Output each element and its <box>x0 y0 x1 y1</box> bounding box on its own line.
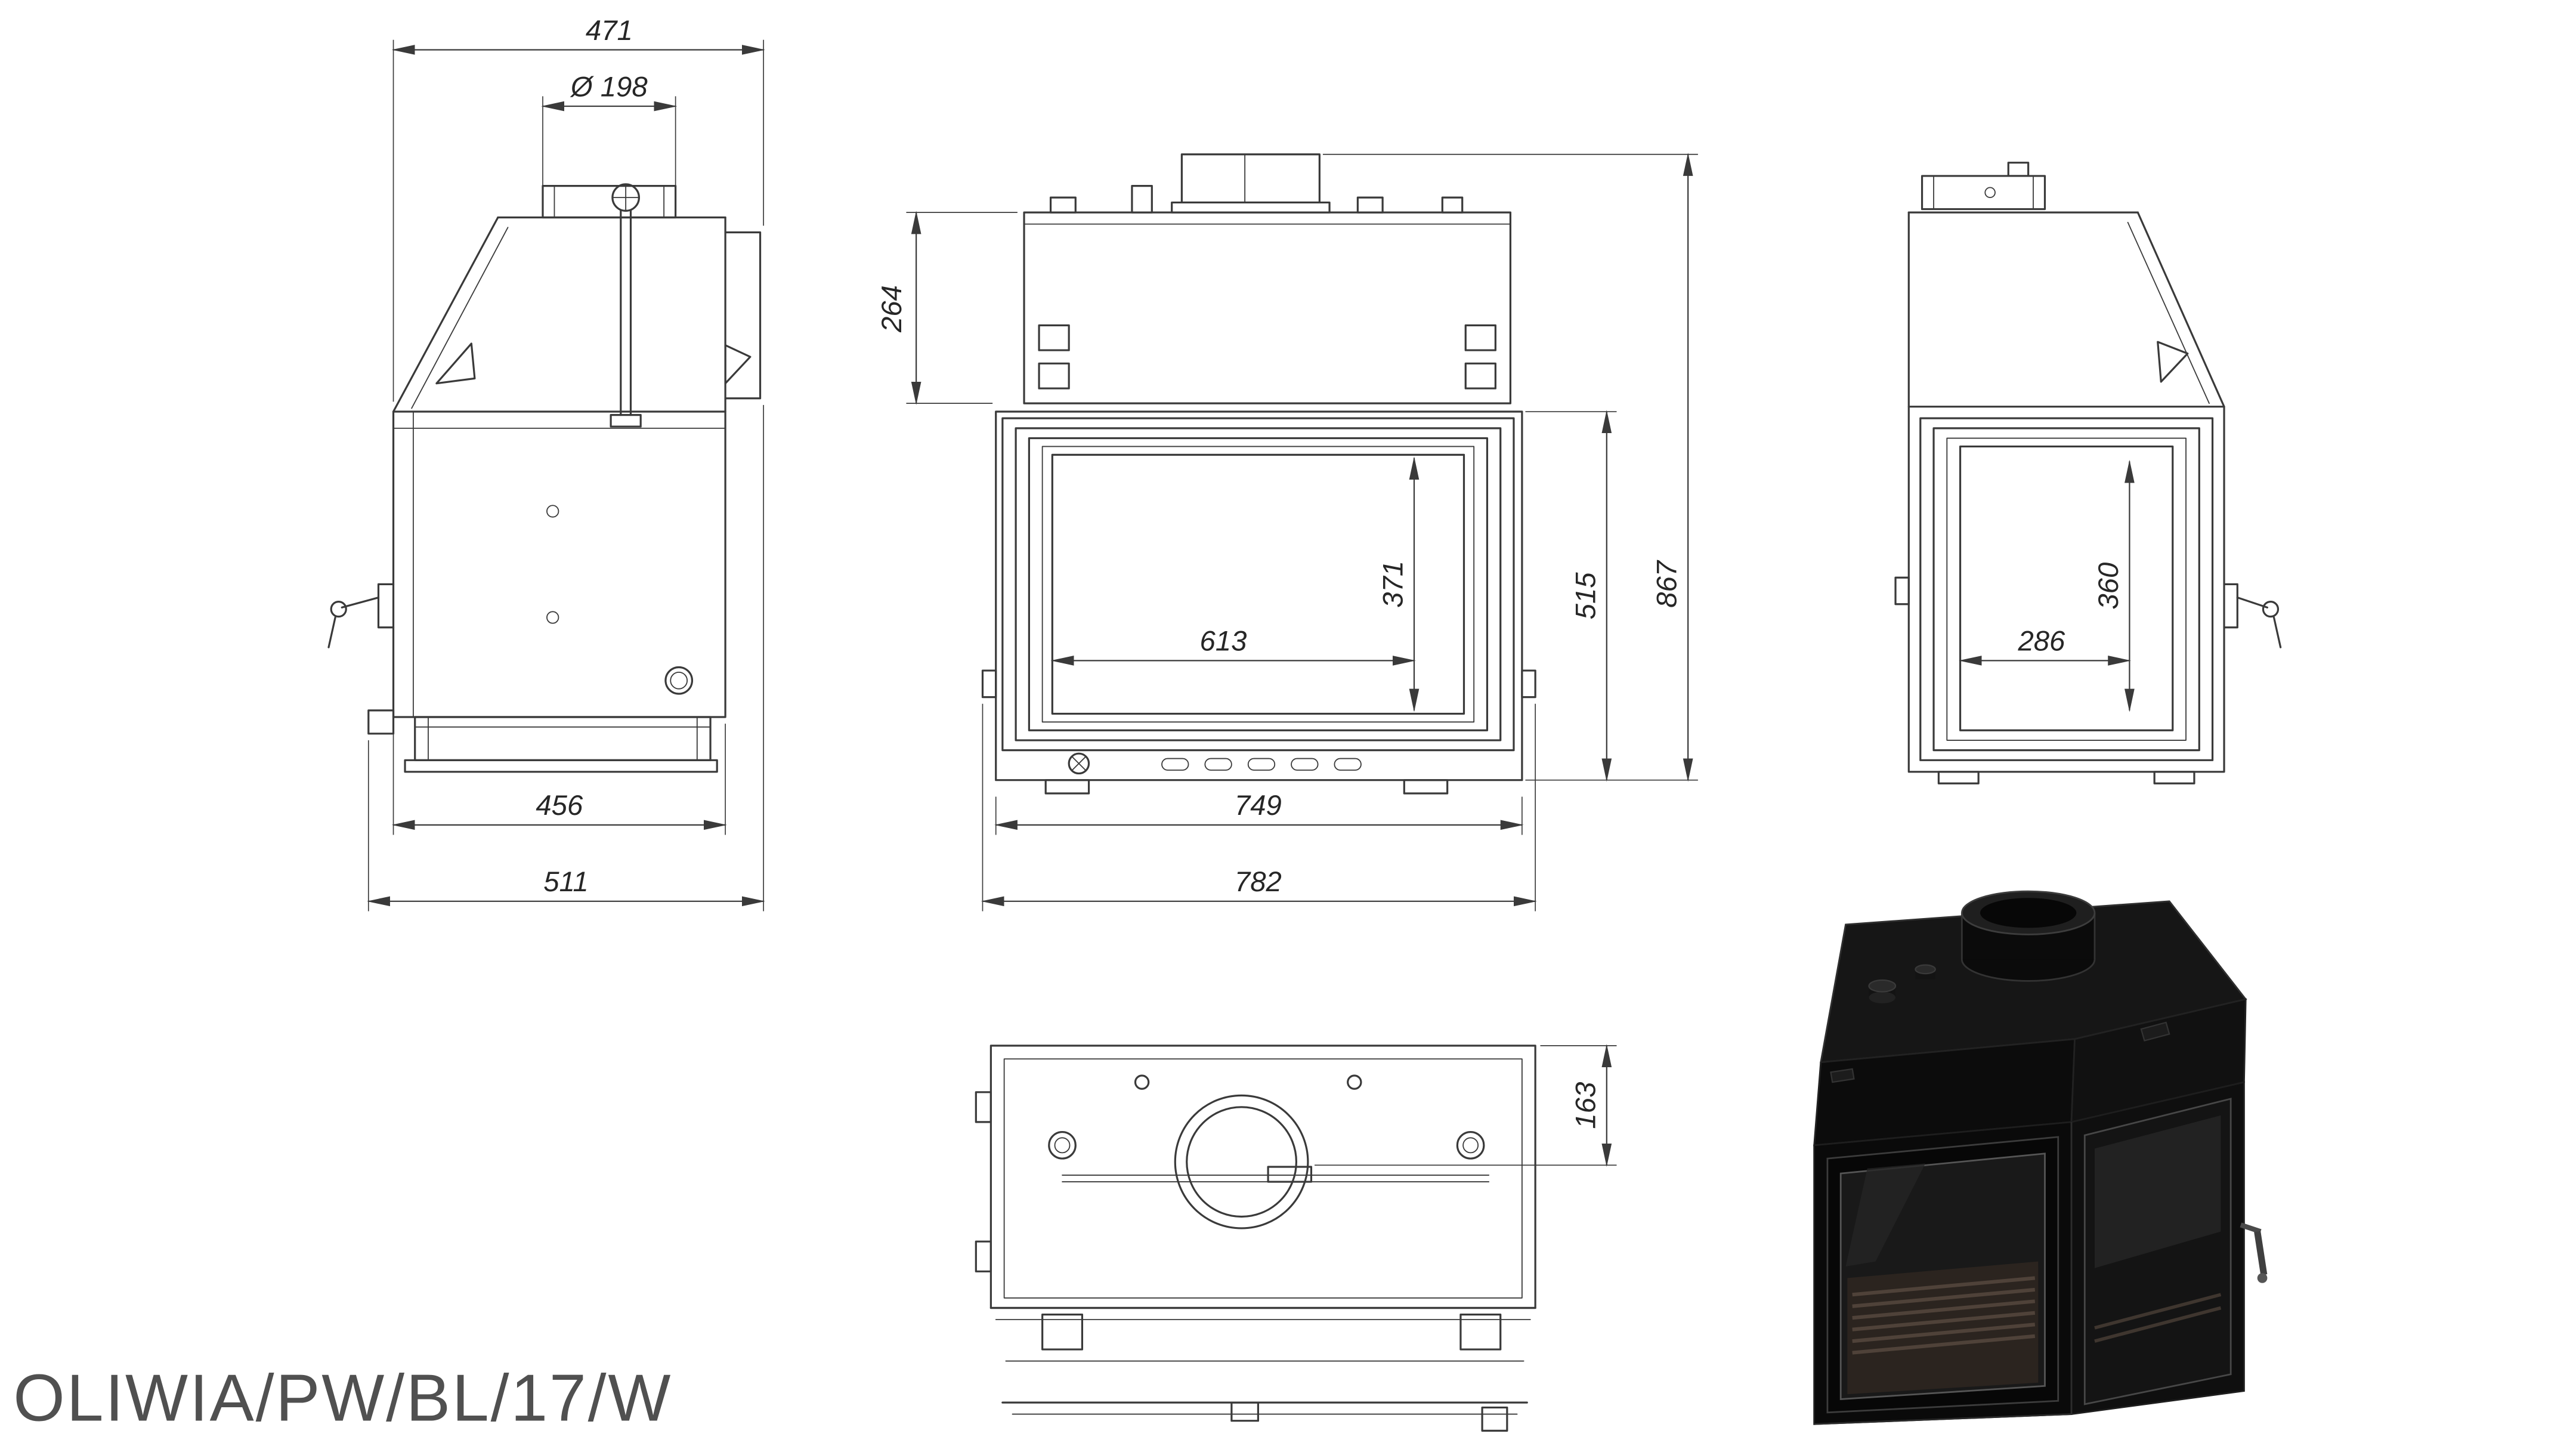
side-glass <box>1959 445 2174 731</box>
top-knobs-3d <box>1868 964 1936 1003</box>
base-left <box>367 709 718 773</box>
dim-overall-height-group: 867 <box>1322 152 1698 782</box>
top-section-left <box>392 216 762 413</box>
dim-base-depth-group: 456 <box>391 724 727 835</box>
air-control-strip <box>1068 752 1362 775</box>
flue-collar-3d <box>1960 890 2096 982</box>
dim-flue-diameter-group: Ø 198 <box>541 71 678 186</box>
dim-flue-offset-group: 163 <box>1315 1044 1617 1167</box>
rear-tab-right <box>1894 576 1910 605</box>
dim-base-depth: 456 <box>536 790 583 821</box>
top-tabs-front <box>1049 185 1464 214</box>
dim-glass-height: 371 <box>1378 561 1409 608</box>
body-side-right <box>1907 406 2225 773</box>
body-side-left <box>392 410 726 718</box>
front-glass-reflection <box>1845 1163 1926 1266</box>
dim-overall-depth-group: 511 <box>367 404 765 912</box>
dim-side-glass-height-group: 360 <box>2093 459 2135 712</box>
grate-bars-3d <box>1852 1276 2036 1355</box>
model-label: OLIWIA/PW/BL/17/W <box>13 1361 672 1435</box>
dim-firebox-height: 515 <box>1570 572 1601 620</box>
side-clamps-front <box>981 669 1536 699</box>
damper-handle-left <box>610 183 642 428</box>
feet-right <box>1937 771 2195 784</box>
dim-left-top-depth-group: 471 <box>391 15 765 402</box>
flue-outlet-top <box>1174 1094 1309 1229</box>
dim-flue-diameter: Ø 198 <box>570 71 648 103</box>
side-glass-reflection <box>2094 1115 2221 1268</box>
door-handle-right <box>2223 583 2282 648</box>
dim-overall-height: 867 <box>1652 560 1683 608</box>
front-glass <box>1051 453 1465 715</box>
dim-side-glass-width: 286 <box>2017 626 2065 657</box>
dim-glass-height-group: 371 <box>1378 456 1420 712</box>
dim-body-width: 749 <box>1235 790 1282 821</box>
flue-duct-front <box>1171 153 1331 214</box>
product-render-3d <box>1813 890 2268 1425</box>
dim-glass-width-group: 613 <box>1050 626 1416 666</box>
dim-overall-depth: 511 <box>543 866 588 898</box>
front-view: 264 613 371 515 867 749 <box>876 152 1698 912</box>
front-edge-top <box>989 1306 1536 1432</box>
top-section-right <box>1907 211 2225 408</box>
firebox-front <box>995 410 1523 781</box>
handle-3d <box>2240 1222 2268 1283</box>
dim-left-top-depth: 471 <box>586 15 633 47</box>
dim-firebox-height-group: 515 <box>1525 410 1698 782</box>
dim-side-glass-height: 360 <box>2093 563 2124 610</box>
side-view-right: 286 360 <box>1894 162 2282 784</box>
drain-plug <box>664 666 694 695</box>
latch-tab-3d <box>2140 1021 2170 1042</box>
dim-overall-width: 782 <box>1235 866 1282 898</box>
dim-side-glass-width-group: 286 <box>1958 626 2132 666</box>
dim-upper-section-height: 264 <box>876 285 908 333</box>
side-view-left: 471 Ø 198 456 511 <box>327 15 765 912</box>
dim-glass-width: 613 <box>1200 626 1247 657</box>
side-interior-hint <box>2094 1293 2222 1343</box>
flue-collar-right <box>1921 162 2046 211</box>
door-handle-left <box>327 583 395 648</box>
dim-body-width-group: 749 <box>994 790 1524 835</box>
top-view: 163 <box>975 1044 1617 1432</box>
water-jacket-front <box>1023 211 1512 404</box>
dim-overall-width-group: 782 <box>981 703 1537 912</box>
latch-tab-3d-left <box>1830 1068 1855 1083</box>
dim-flue-offset: 163 <box>1570 1082 1601 1129</box>
feet-front <box>1044 779 1449 795</box>
dim-upper-section-height-group: 264 <box>876 211 1018 405</box>
damper-rod-top <box>1062 1166 1490 1183</box>
flue-collar-left <box>542 185 677 219</box>
